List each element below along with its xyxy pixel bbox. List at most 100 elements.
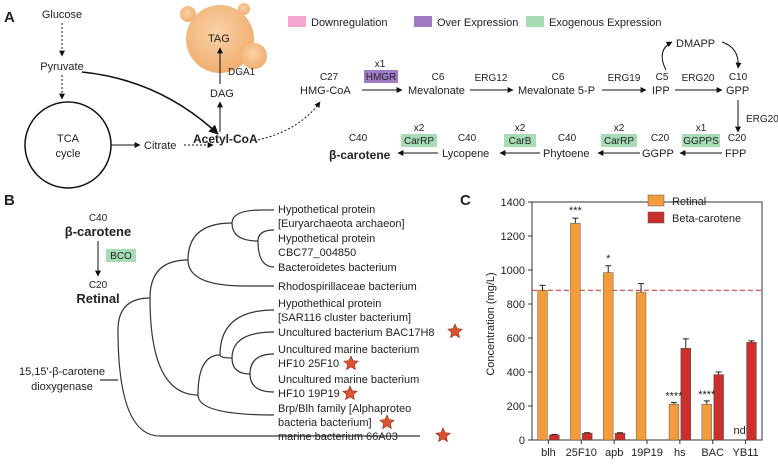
star-icon	[435, 427, 451, 443]
erg12-label: ERG12	[475, 73, 508, 84]
legend-down-swatch	[288, 16, 306, 27]
x-tick-label: 25F10	[566, 447, 597, 459]
ggpps-label: GGPPS	[683, 136, 719, 147]
x-tick-label: 19P19	[631, 447, 663, 459]
bar	[746, 342, 757, 441]
star-icon	[379, 414, 395, 430]
pyruvate-label: Pyruvate	[40, 61, 83, 73]
legend-beta-carotene-swatch	[647, 211, 665, 224]
significance-annotation: *	[606, 253, 611, 265]
y-tick-label: 1400	[501, 197, 525, 209]
leaf-5-line2: [SAR116 cluster bacterium]	[278, 312, 411, 324]
dag-label: DAG	[210, 88, 234, 100]
leaf-6-line1: Uncultured bacterium BAC17H8	[278, 327, 435, 339]
bcarotene-label: β-carotene	[329, 148, 391, 162]
significance-annotation: nd	[734, 425, 746, 437]
acetyl-hmg-arrow	[257, 101, 321, 141]
enzyme-name-line2: dioxygenase	[31, 381, 93, 393]
y-tick-label: 600	[507, 333, 525, 345]
tca-cycle-label: cycle	[55, 148, 80, 160]
leaf-9-line2: bacteria bacterium]	[278, 417, 372, 429]
plot-frame	[531, 201, 763, 441]
dmapp-gpp-arrow	[721, 41, 742, 69]
x-tick-label: apb	[605, 447, 623, 459]
phylogenetic-tree	[100, 209, 420, 437]
bco-label: BCO	[110, 251, 132, 262]
lycopene-carbon: C40	[458, 133, 477, 144]
lipid-droplet-tiny	[238, 3, 250, 15]
y-axis-label: Concentration (mg/L)	[485, 272, 497, 375]
leaf-7-line2: HF10 25F10	[278, 358, 339, 370]
gpp-carbon: C10	[729, 72, 748, 83]
lipid-droplet-large	[186, 5, 254, 73]
panel-b: B C40 β-carotene BCO C20 Retinal 15,15'-…	[4, 192, 463, 443]
legend-down-label: Downregulation	[311, 17, 387, 29]
leaf-9-line1: Brp/Blh family [Alphaproteo	[278, 403, 411, 415]
x-tick-label: blh	[541, 447, 556, 459]
leaf-4-line1: Rhodospirillaceae bacterium	[278, 281, 417, 293]
tca-label: TCA	[57, 133, 80, 145]
leaf-8-line1: Uncultured marine bacterium	[278, 374, 419, 386]
ggpps-tag	[682, 134, 720, 147]
dga1-label: DGA1	[228, 67, 256, 78]
leaf-1-line2: [Euryarchaeota archaeon]	[278, 218, 405, 230]
lipid-droplet-small	[180, 6, 196, 22]
bar	[603, 272, 614, 441]
retinal-label: Retinal	[76, 291, 119, 306]
legend-exo-swatch	[526, 16, 544, 27]
hmgr-label: HMGR	[366, 72, 397, 83]
carb-multiplier: x2	[515, 123, 526, 134]
erg20-b-label: ERG20	[746, 114, 778, 125]
tca-cycle-circle	[24, 101, 112, 189]
bar-chart: 0 200 400 600 800 1000 1200 1400 blh 25F10 apb 19P1…	[501, 197, 763, 459]
bar	[537, 290, 548, 441]
hmgr-tag	[364, 70, 398, 83]
legend-retinal-swatch	[647, 194, 665, 207]
erg20-a-label: ERG20	[682, 73, 715, 84]
phytoene-label: Phytoene	[543, 148, 589, 160]
bar	[582, 433, 593, 441]
significance-annotation: ****	[698, 389, 716, 401]
bar	[668, 404, 680, 441]
y-tick-label: 1200	[501, 231, 525, 243]
phytoene-carbon: C40	[558, 133, 577, 144]
y-tick-label: 1000	[501, 265, 525, 277]
bar	[570, 223, 581, 441]
ipp-carbon: C5	[656, 72, 669, 83]
y-tick-label: 200	[507, 401, 525, 413]
bar	[713, 374, 724, 441]
carrp2-multiplier: x2	[414, 123, 425, 134]
leaf-7-line1: Uncultured marine bacterium	[278, 344, 419, 356]
panel-b-c20: C20	[89, 280, 108, 291]
gpp-label: GPP	[726, 85, 749, 97]
legend-exo-label: Exogenous Expression	[549, 17, 662, 29]
dmapp-label: DMAPP	[676, 38, 715, 50]
panel-c: C Concentration (mg/L) 0 200 400 600 800 1000…	[460, 192, 763, 459]
panel-b-bcarotene: β-carotene	[65, 224, 131, 239]
legend-over-label: Over Expression	[437, 17, 518, 29]
carrp1-tag	[601, 134, 637, 147]
fpp-carbon: C20	[728, 133, 747, 144]
carrp1-multiplier: x2	[614, 123, 625, 134]
ggpp-label: GGPP	[642, 148, 674, 160]
leaf-8-line2: HF10 19P19	[278, 388, 340, 400]
ipp-label: IPP	[652, 85, 670, 97]
star-icon	[342, 385, 358, 401]
leaf-10-line1: marine bacterium 66A03	[278, 431, 398, 443]
panel-c-letter: C	[460, 192, 471, 209]
fpp-label: FPP	[725, 148, 746, 160]
y-tick-label: 0	[519, 435, 525, 447]
legend-beta-carotene-label: Beta-carotene	[672, 213, 741, 225]
panel-a-letter: A	[4, 9, 15, 26]
legend-retinal-label: Retinal	[672, 196, 706, 208]
mev5p-label: Mevalonate 5-P	[518, 85, 595, 97]
star-icon	[343, 355, 359, 371]
y-tick-label: 400	[507, 367, 525, 379]
y-tick-label: 800	[507, 299, 525, 311]
panel-b-letter: B	[4, 192, 15, 209]
hmgr-multiplier: x1	[375, 59, 386, 70]
legend-over-swatch	[414, 16, 432, 27]
leaf-3-line1: Bacteroidetes bacterium	[278, 262, 397, 274]
star-icon	[447, 323, 463, 339]
